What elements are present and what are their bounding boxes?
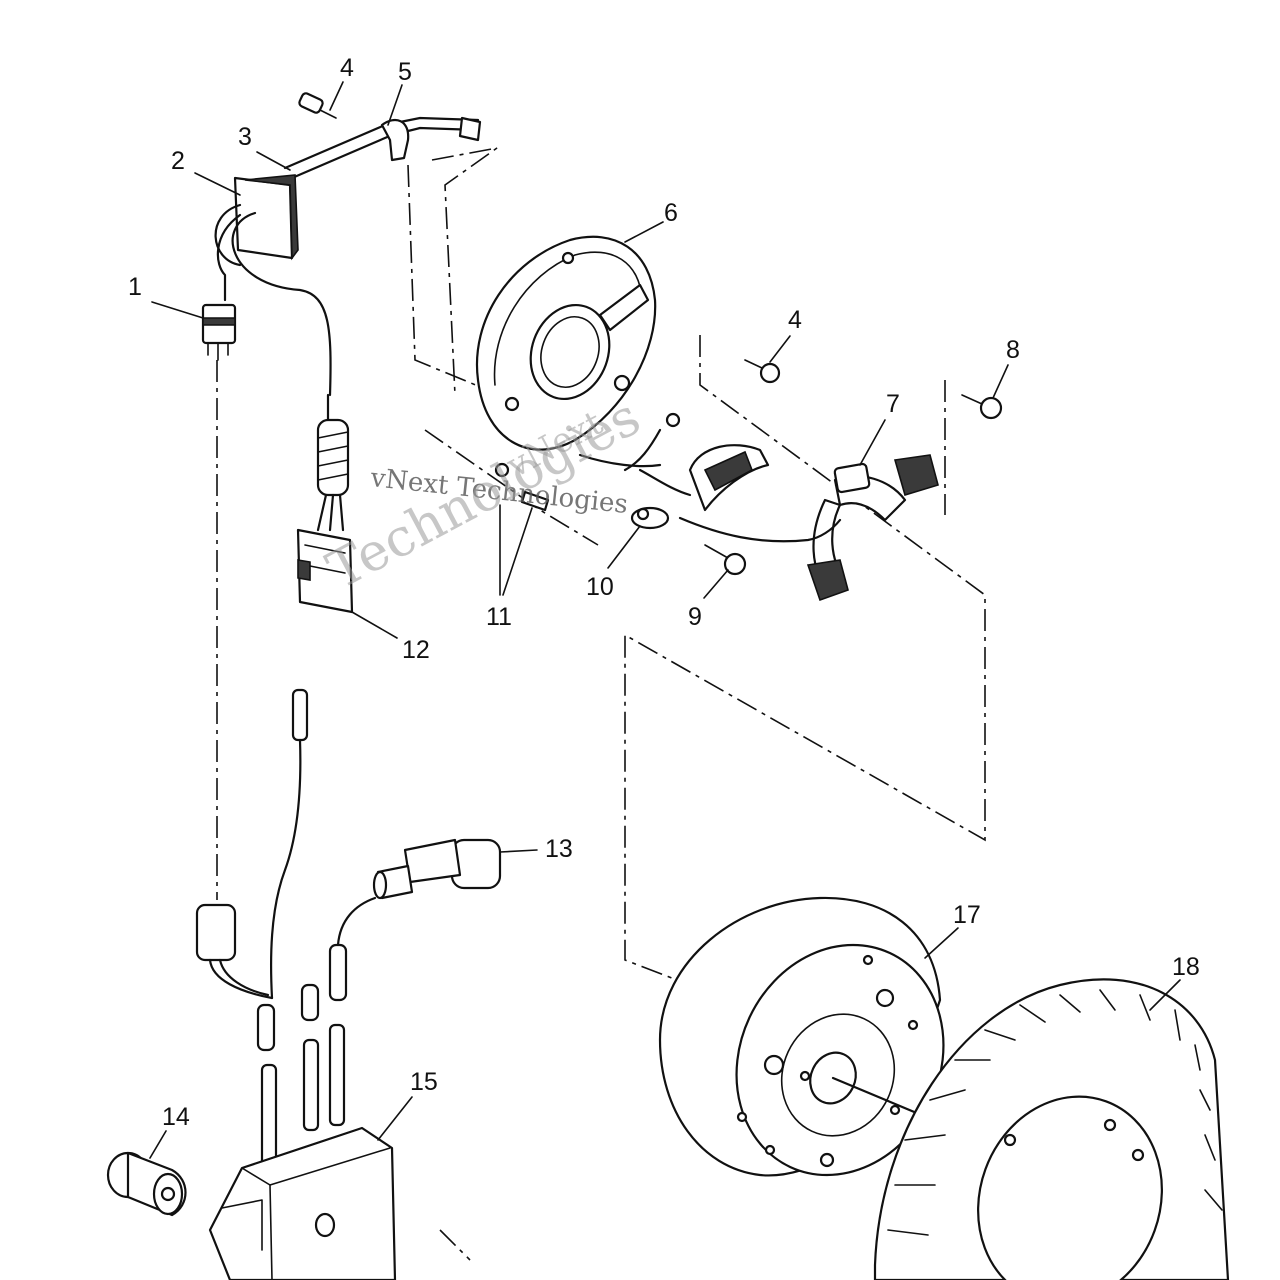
screw-8	[961, 394, 1003, 420]
screws-11	[494, 462, 550, 512]
charging-coil-7	[678, 454, 939, 602]
regulator-2	[214, 174, 332, 397]
callout-12: 12	[402, 636, 430, 664]
callout-3: 3	[238, 123, 252, 151]
callout-labels: 1 2 3 4 5 6 4 8 7 10 11 9 12 13 17 18 15…	[128, 54, 1200, 1131]
grommet-10	[630, 506, 670, 530]
callout-18: 18	[1172, 953, 1200, 981]
callout-2: 2	[171, 147, 185, 175]
callout-1: 1	[128, 273, 142, 301]
exciter-coil	[578, 412, 770, 512]
callout-5: 5	[398, 58, 412, 86]
callout-10: 10	[586, 573, 614, 601]
ignition-coil-15	[208, 1126, 397, 1280]
callout-4b: 4	[788, 306, 802, 334]
wire-lead-3-and-clamp-5	[283, 116, 482, 180]
callout-14: 14	[162, 1103, 190, 1131]
harness-with-coil	[316, 393, 350, 532]
callout-15: 15	[410, 1068, 438, 1096]
screw-9	[704, 544, 747, 576]
callout-13: 13	[545, 835, 573, 863]
connector-1	[201, 303, 237, 361]
bullet-connector	[195, 688, 309, 1000]
spark-plug-cap-13	[336, 838, 502, 947]
leader-lines	[149, 81, 1181, 1159]
callout-8: 8	[1006, 336, 1020, 364]
callout-7: 7	[886, 390, 900, 418]
alignment-lines	[216, 147, 986, 1261]
screw-4-top	[298, 92, 337, 119]
screw-4-right	[744, 359, 781, 384]
coil-leads	[256, 943, 348, 1177]
cap-14	[106, 1151, 187, 1217]
cooling-fan-18	[873, 978, 1230, 1280]
stator-plate-6	[475, 235, 657, 451]
flywheel-17	[658, 896, 1007, 1177]
callout-11: 11	[486, 603, 512, 631]
callout-6: 6	[664, 199, 678, 227]
watermark: vNext vNext Technologies Technologies	[318, 387, 650, 602]
callout-9: 9	[688, 603, 702, 631]
callout-4a: 4	[340, 54, 354, 82]
callout-17: 17	[953, 901, 981, 929]
